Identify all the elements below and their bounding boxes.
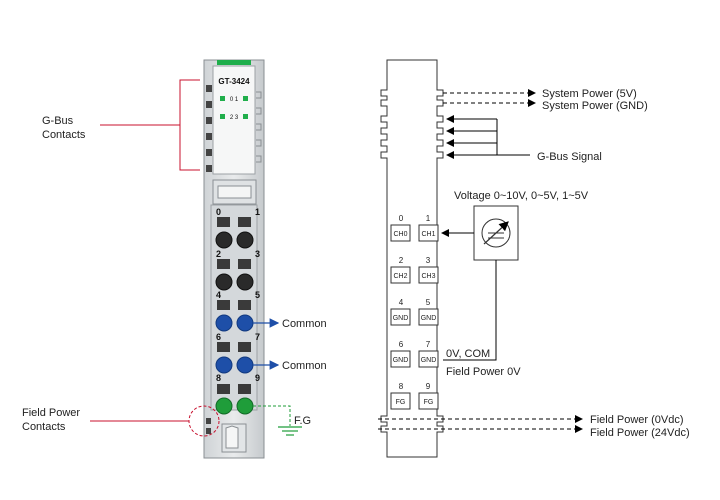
terminal-number-8: 8 <box>216 373 221 383</box>
sch-num-6: 6 <box>399 340 404 349</box>
terminal-number-3: 3 <box>255 249 260 259</box>
field-power-contacts-label-line2: Contacts <box>22 421 66 433</box>
field-power-24vdc-label: Field Power (24Vdc) <box>590 427 690 439</box>
led-0 <box>220 96 225 101</box>
terminal-number-0: 0 <box>216 207 221 217</box>
system-power-gnd-label: System Power (GND) <box>542 100 648 112</box>
sch-num-7: 7 <box>426 340 431 349</box>
terminal-openings <box>215 217 254 415</box>
common-terminal-6 <box>215 356 233 374</box>
fg-terminal-8 <box>215 397 233 415</box>
common-terminal-5 <box>236 314 254 332</box>
sch-label-fg9: FG <box>424 399 434 406</box>
voltage-source: Voltage 0~10V, 0~5V, 1~5V <box>441 190 589 361</box>
field-power-pin-2 <box>206 428 211 434</box>
sch-label-gnd4: GND <box>393 315 409 322</box>
lever-grip <box>217 185 252 199</box>
fg-terminal-9 <box>236 397 254 415</box>
sch-label-ch1: CH1 <box>421 231 435 238</box>
sch-num-0: 0 <box>399 214 404 223</box>
sch-label-gnd5: GND <box>421 315 437 322</box>
label-panel <box>212 65 256 175</box>
sch-label-ch0: CH0 <box>393 231 407 238</box>
led-2 <box>220 114 225 119</box>
terminal-number-5: 5 <box>255 290 260 300</box>
schematic-terminals: 0 1 CH0 CH1 2 3 CH2 CH3 4 5 GND GND 6 7 … <box>390 214 439 410</box>
gbus-contacts-label-line2: Contacts <box>42 129 86 141</box>
led-1 <box>243 96 248 101</box>
led-row1-label: 0 1 <box>230 97 239 103</box>
system-power-lines: System Power (5V) System Power (GND) <box>443 88 648 112</box>
sch-label-gnd7: GND <box>421 357 437 364</box>
sch-label-ch2: CH2 <box>393 273 407 280</box>
sch-label-fg8: FG <box>396 399 406 406</box>
sch-num-8: 8 <box>399 382 404 391</box>
sch-num-9: 9 <box>426 382 431 391</box>
field-power-contacts-label-line1: Field Power <box>22 407 80 419</box>
field-power-pin-1 <box>206 418 211 424</box>
gbus-contacts-callout: G-Bus Contacts <box>42 79 200 171</box>
fg-ground-callout: F.G <box>253 405 311 436</box>
sch-num-2: 2 <box>399 256 404 265</box>
field-power-lines: Field Power (0Vdc) Field Power (24Vdc) <box>378 414 690 439</box>
terminal-number-7: 7 <box>255 332 260 342</box>
sch-label-ch3: CH3 <box>421 273 435 280</box>
field-power-0vdc-label: Field Power (0Vdc) <box>590 414 684 426</box>
led-3 <box>243 114 248 119</box>
common-terminal-7 <box>236 356 254 374</box>
terminal-number-2: 2 <box>216 249 221 259</box>
sch-label-gnd6: GND <box>393 357 409 364</box>
voltage-range-label: Voltage 0~10V, 0~5V, 1~5V <box>454 190 589 202</box>
fg-label: F.G <box>294 415 311 427</box>
common-label-2: Common <box>282 360 327 372</box>
module-illustration: GT-3424 0 1 2 3 0 <box>203 59 265 459</box>
common-callouts: Common Common <box>253 318 327 372</box>
terminal-number-9: 9 <box>255 373 260 383</box>
top-green-strip <box>217 60 251 65</box>
field-power-0v-label: Field Power 0V <box>446 366 521 378</box>
system-power-5v-label: System Power (5V) <box>542 88 637 100</box>
common-terminal-4 <box>215 314 233 332</box>
sch-num-3: 3 <box>426 256 431 265</box>
right-side-slots <box>256 91 262 163</box>
sch-num-5: 5 <box>426 298 431 307</box>
zero-v-com-label: 0V, COM <box>446 348 490 360</box>
terminal-number-6: 6 <box>216 332 221 342</box>
gbus-contact-pins <box>206 85 212 172</box>
common-label-1: Common <box>282 318 327 330</box>
gbus-signal-lines <box>446 115 530 159</box>
gbus-signal-label: G-Bus Signal <box>537 151 602 163</box>
gbus-contacts-label-line1: G-Bus <box>42 115 74 127</box>
led-row2-label: 2 3 <box>230 115 239 121</box>
field-power-contacts-callout: Field Power Contacts <box>22 405 220 437</box>
terminal-number-4: 4 <box>216 290 221 300</box>
terminal-number-1: 1 <box>255 207 260 217</box>
sch-num-4: 4 <box>399 298 404 307</box>
sch-num-1: 1 <box>426 214 431 223</box>
model-label: GT-3424 <box>218 77 250 86</box>
